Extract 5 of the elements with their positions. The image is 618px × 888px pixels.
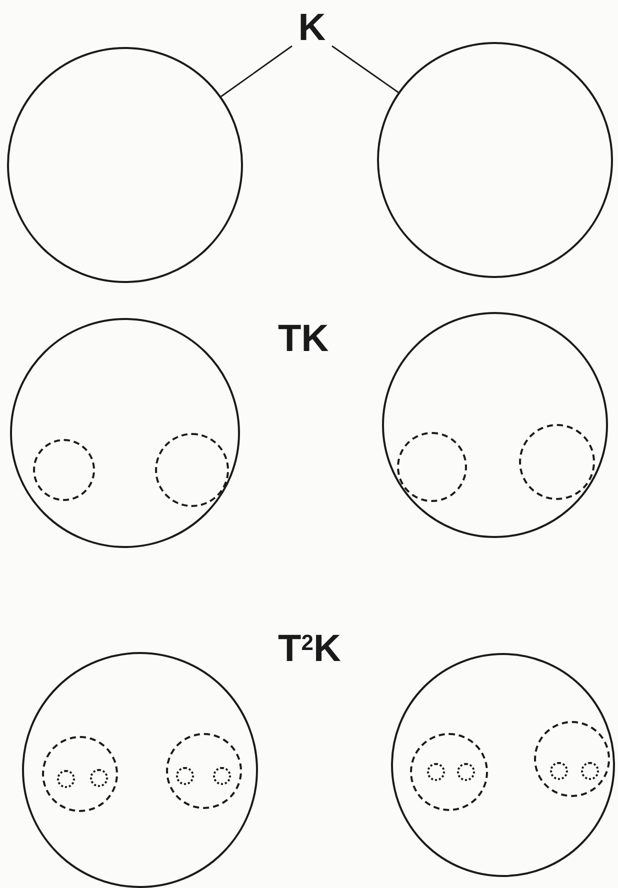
heading-label: TK [278,320,329,358]
leader-line [332,45,399,93]
letter-label: K [292,8,332,48]
leader-line [220,45,292,98]
heading-label: T$^{2}$K [278,630,341,668]
